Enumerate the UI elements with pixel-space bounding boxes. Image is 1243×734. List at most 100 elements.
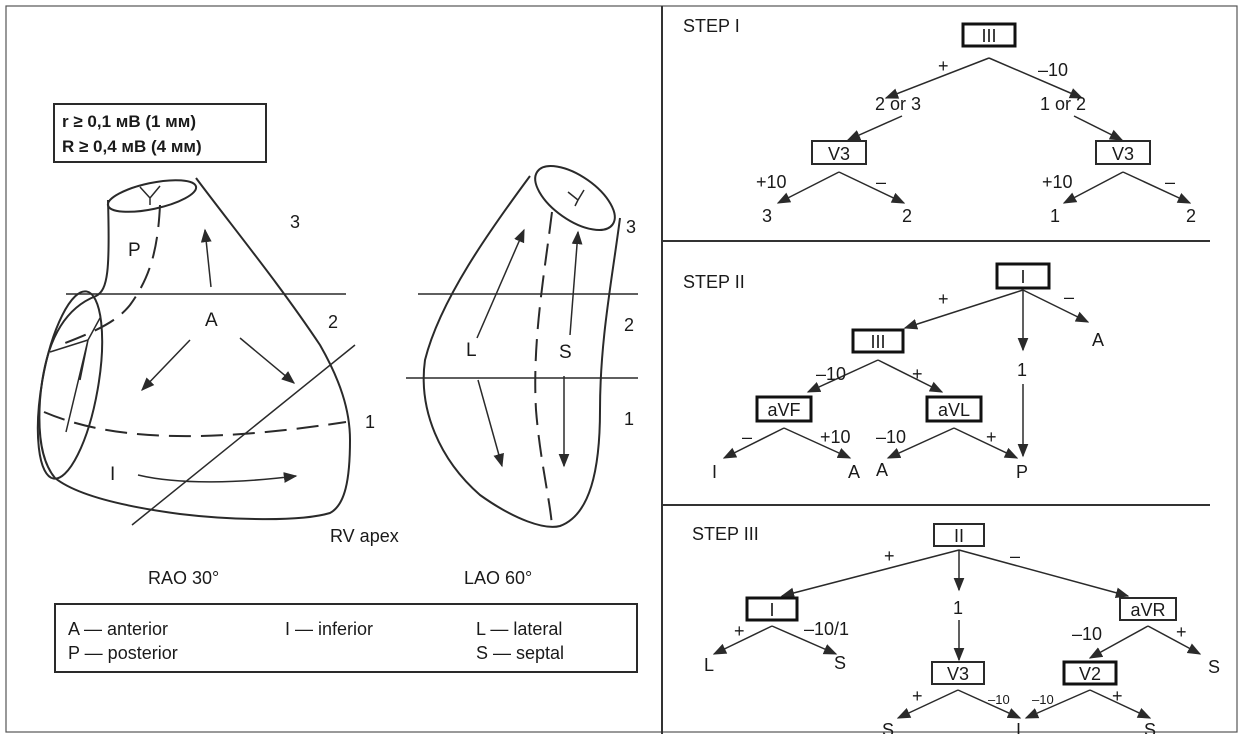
step2-tree: STEP II I + – A 1 III –10 + aVF aVL – +1… bbox=[683, 264, 1104, 482]
step3-edge-avr-right bbox=[1148, 626, 1200, 654]
step2-edge-right bbox=[1023, 290, 1088, 322]
step2-iii-label: III bbox=[870, 332, 885, 352]
step2-avf-label: aVF bbox=[767, 400, 800, 420]
lao-arrow-down-left bbox=[478, 380, 502, 466]
step1-edge-rr bbox=[1123, 172, 1190, 203]
step3-v3-left: + bbox=[912, 686, 923, 706]
criteria-line-1: r ≥ 0,1 мВ (1 мм) bbox=[62, 112, 196, 131]
rao-label-anterior: A bbox=[205, 310, 218, 331]
step3-v2-label: V2 bbox=[1079, 664, 1101, 684]
step1-edge-left-2 bbox=[848, 116, 902, 140]
step1-tree: STEP I III + –10 2 or 3 1 or 2 V3 V3 +10… bbox=[683, 16, 1196, 226]
criteria-line-2: R ≥ 0,4 мВ (4 мм) bbox=[62, 137, 202, 156]
step3-v3-right: –10 bbox=[988, 692, 1010, 707]
step3-i-right: –10/1 bbox=[804, 619, 849, 639]
lao-arrow-up-left bbox=[477, 230, 524, 338]
step1-edge-right bbox=[989, 58, 1082, 98]
step3-v3-left-result: S bbox=[882, 720, 894, 734]
step3-root-label: II bbox=[954, 526, 964, 546]
step1-lr-result: 2 bbox=[902, 206, 912, 226]
step2-avf-left-result: I bbox=[712, 462, 717, 482]
step1-rl-result: 1 bbox=[1050, 206, 1060, 226]
lao-view: L S 3 2 1 LAO 60° bbox=[406, 154, 638, 588]
lao-dashed-septum bbox=[535, 212, 552, 526]
step2-edge-avf-left bbox=[724, 428, 784, 458]
rao-arrow-left bbox=[142, 340, 190, 390]
rao-arrow-inferior bbox=[138, 475, 296, 482]
step2-center-result: P bbox=[1016, 462, 1028, 482]
legend-anterior: A — anterior bbox=[68, 619, 168, 639]
legend: A — anterior P — posterior I — inferior … bbox=[55, 604, 637, 672]
lao-level-2: 2 bbox=[624, 315, 634, 335]
step2-center-value: 1 bbox=[1017, 360, 1027, 380]
step1-left-branch: 2 or 3 bbox=[875, 94, 921, 114]
step3-edge-left bbox=[782, 550, 959, 596]
step1-plus: + bbox=[938, 56, 949, 76]
step1-minus10: –10 bbox=[1038, 60, 1068, 80]
step1-rl-sign: +10 bbox=[1042, 172, 1073, 192]
step1-edge-right-2 bbox=[1074, 116, 1122, 140]
step3-minus: – bbox=[1010, 546, 1020, 566]
rao-dashed-septum bbox=[60, 205, 160, 345]
step2-avl-right: + bbox=[986, 427, 997, 447]
step3-v3-label: V3 bbox=[947, 664, 969, 684]
rao-label-posterior: P bbox=[128, 240, 141, 261]
step1-rr-result: 2 bbox=[1186, 206, 1196, 226]
lao-caption: LAO 60° bbox=[464, 568, 532, 588]
step1-root-label: III bbox=[981, 26, 996, 46]
step3-tree: STEP III II + – 1 I + –10/1 L S aVR –10 … bbox=[692, 524, 1220, 734]
step3-avr-left: –10 bbox=[1072, 624, 1102, 644]
step3-i-right-result: S bbox=[834, 653, 846, 673]
lao-arrow-up-right bbox=[570, 232, 578, 335]
step1-right-node-label: V3 bbox=[1112, 144, 1134, 164]
step2-avl-label: aVL bbox=[938, 400, 970, 420]
rao-arrow-up bbox=[205, 230, 211, 287]
step1-title: STEP I bbox=[683, 16, 740, 36]
step2-title: STEP II bbox=[683, 272, 745, 292]
step2-avl-left-result: A bbox=[876, 460, 888, 480]
rao-level-1: 1 bbox=[365, 412, 375, 432]
step1-lr-sign: – bbox=[876, 172, 886, 192]
step2-right-result: A bbox=[1092, 330, 1104, 350]
step1-ll-result: 3 bbox=[762, 206, 772, 226]
step2-iii-right: + bbox=[912, 364, 923, 384]
step3-i-left: + bbox=[734, 621, 745, 641]
lao-level-1: 1 bbox=[624, 409, 634, 429]
step3-avr-label: aVR bbox=[1130, 600, 1165, 620]
step2-edge-iii-right bbox=[878, 360, 942, 392]
step1-rr-sign: – bbox=[1165, 172, 1175, 192]
rao-diagonal-line bbox=[132, 345, 355, 525]
rao-level-3: 3 bbox=[290, 212, 300, 232]
step3-edge-v3-left bbox=[898, 690, 958, 718]
step2-avf-right: +10 bbox=[820, 427, 851, 447]
step2-avf-right-result: A bbox=[848, 462, 860, 482]
rao-arrow-right bbox=[240, 338, 294, 383]
legend-septal: S — septal bbox=[476, 643, 564, 663]
rao-outflow-mark bbox=[140, 186, 160, 205]
legend-inferior: I — inferior bbox=[285, 619, 373, 639]
step3-plus: + bbox=[884, 546, 895, 566]
step2-plus: + bbox=[938, 289, 949, 309]
step2-edge-left bbox=[905, 290, 1023, 328]
step1-edge-rl bbox=[1064, 172, 1123, 203]
rao-view: P A I 3 2 1 RV apex RAO 30° bbox=[26, 174, 399, 588]
legend-lateral: L — lateral bbox=[476, 619, 562, 639]
step1-edge-ll bbox=[778, 172, 839, 203]
step3-title: STEP III bbox=[692, 524, 759, 544]
step3-avr-right: + bbox=[1176, 622, 1187, 642]
step3-i-left-result: L bbox=[704, 655, 714, 675]
rao-level-2: 2 bbox=[328, 312, 338, 332]
step1-ll-sign: +10 bbox=[756, 172, 787, 192]
lao-outflow-mark bbox=[568, 190, 584, 206]
step1-left-node-label: V3 bbox=[828, 144, 850, 164]
rao-caption: RAO 30° bbox=[148, 568, 219, 588]
lao-label-lateral: L bbox=[466, 340, 477, 361]
step2-avl-left: –10 bbox=[876, 427, 906, 447]
step3-v2-left: –10 bbox=[1032, 692, 1054, 707]
step3-avr-right-result: S bbox=[1208, 657, 1220, 677]
step3-center-value: 1 bbox=[953, 598, 963, 618]
step1-edge-lr bbox=[839, 172, 904, 203]
lao-level-3: 3 bbox=[626, 217, 636, 237]
